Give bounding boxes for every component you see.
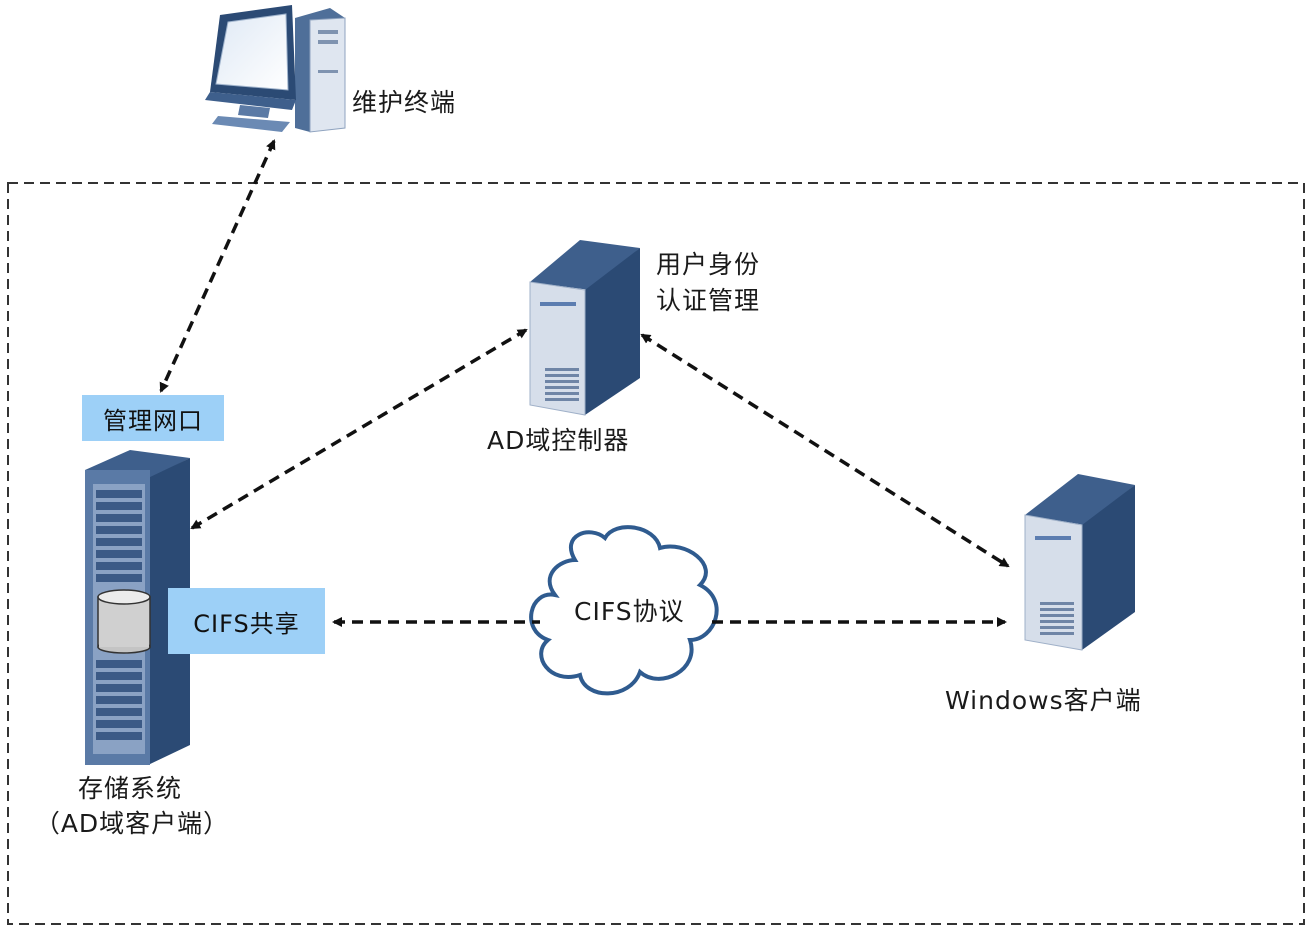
link-storage-to-ad-controller (190, 328, 528, 530)
maintenance-terminal-icon (205, 5, 346, 133)
cifs-protocol-label: CIFS协议 (574, 597, 685, 626)
storage-system-rack-icon (85, 450, 190, 765)
link-terminal-to-mgmt-port (159, 139, 276, 393)
disk-cylinder-icon (97, 589, 151, 654)
ad-controller-role-line1: 用户身份 (656, 250, 761, 279)
ad-controller-label: AD域控制器 (487, 426, 630, 455)
domain-boundary (7, 182, 1305, 925)
storage-system-label-line1: 存储系统 (77, 774, 182, 803)
windows-client-label: Windows客户端 (945, 686, 1142, 715)
maintenance-terminal-label: 维护终端 (352, 88, 457, 117)
ad-controller-server-icon (529, 240, 640, 416)
storage-system-label-line2: （AD域客户端） (34, 809, 230, 838)
cifs-share-tag: CIFS共享 (168, 588, 325, 654)
windows-client-server-icon (1024, 474, 1135, 651)
management-port-tag: 管理网口 (82, 395, 224, 441)
link-ad-controller-to-windows (640, 333, 1010, 568)
ad-controller-role-line2: 认证管理 (656, 286, 761, 315)
